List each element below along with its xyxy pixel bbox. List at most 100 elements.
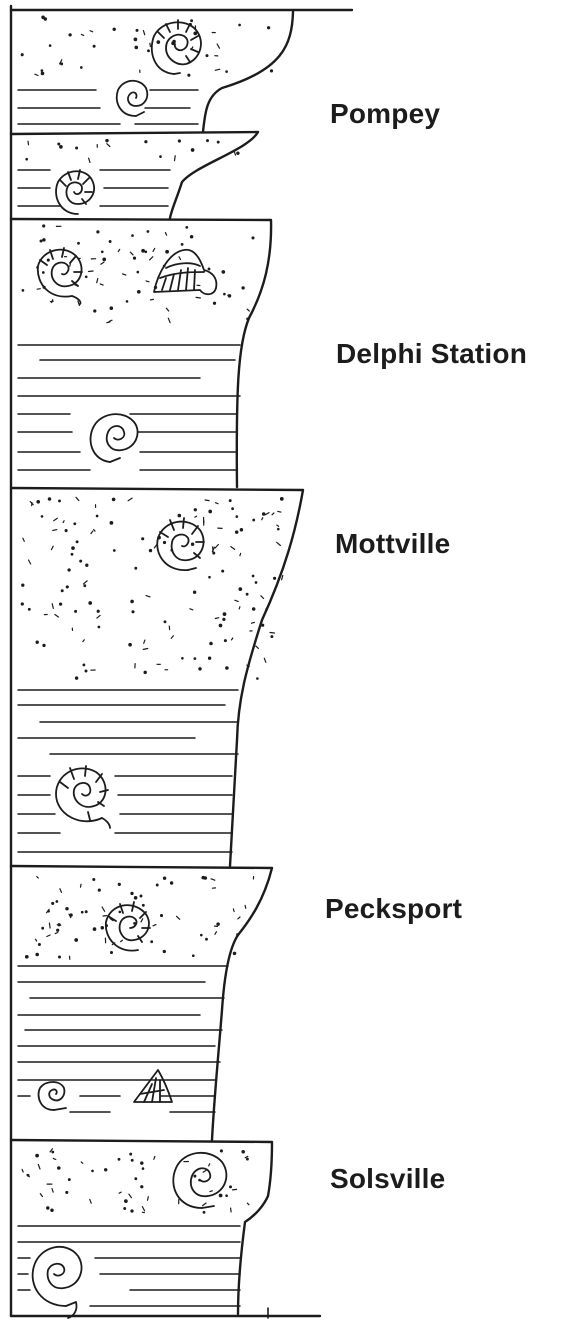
sand-grain [157,41,159,43]
sand-grain [111,952,113,954]
sand-grain [153,925,156,926]
solsville-bed [11,1140,272,1314]
sand-grain [114,550,116,552]
sand-grain [261,596,264,599]
sand-grain [78,301,80,305]
sand-grain [233,1189,237,1190]
sand-grain [194,509,196,511]
sand-grain [231,547,235,550]
sand-grain [156,884,158,886]
sand-grain [28,141,29,145]
sand-grain [153,248,155,251]
sand-grain [83,664,85,666]
sand-grain [107,144,110,147]
sand-grain [143,649,148,650]
sand-grain [240,529,242,531]
sand-grain [223,618,225,620]
sand-grain [102,907,105,911]
sand-grain [219,624,221,626]
sand-grain [268,27,270,29]
sand-grain [233,909,234,912]
sand-grain [277,542,281,545]
sand-grain [239,24,240,25]
sand-grain [132,235,133,236]
sand-grain [86,564,88,566]
sand-grain [222,570,224,572]
sand-grain [125,1200,128,1203]
sand-grain [135,46,137,48]
sand-grain [75,939,78,942]
sand-grain [133,257,135,259]
sand-grain [150,257,153,260]
coiled-gastropod-icon [173,1153,226,1208]
sand-grain [37,877,39,879]
sand-grain [76,541,78,543]
sand-grain [252,575,254,577]
sand-grain [134,923,136,925]
sand-grain [58,1167,60,1169]
sand-grain [216,503,219,504]
sand-grain [148,1197,149,1201]
sand-grain [166,308,168,311]
sand-grain [69,34,71,36]
sand-grain [66,1191,68,1193]
sand-grain [233,952,235,954]
sand-grain [22,290,24,292]
sand-grain [83,640,85,642]
sand-grain [242,287,244,289]
ribbed-ammonite-icon [152,20,201,74]
sand-grain [188,74,190,76]
sand-grain [94,530,95,532]
sand-grain [220,1150,222,1152]
sand-grain [237,152,239,154]
sand-grain [236,516,237,517]
sand-grain [154,1156,155,1159]
sand-grain [40,240,42,242]
sand-grain [52,902,54,904]
sand-grain [281,498,284,501]
sand-grain [191,20,193,22]
sand-grain [278,528,279,529]
sand-grain [93,45,95,47]
sand-grain [103,258,106,261]
sand-grain [43,644,45,646]
sand-grain [123,274,126,275]
cone-shell-icon [134,1070,172,1102]
sand-grain [109,320,112,321]
sand-grain [60,146,62,148]
sand-grain [166,251,169,254]
sand-grain [207,140,209,142]
sand-grain [113,28,115,30]
sand-grain [194,591,196,593]
sand-grain [131,1210,133,1212]
sand-grain [195,516,197,517]
sand-grain [141,1162,143,1164]
sand-grain [21,603,23,605]
sand-grain [262,518,263,520]
sand-grain [235,600,238,601]
sand-grain [53,1158,56,1159]
sand-grain [247,1203,249,1205]
sand-grain [26,956,29,959]
sand-grain [42,16,44,18]
sand-grain [97,615,100,618]
sand-grain [160,156,162,158]
sand-grain [177,916,180,919]
coiled-gastropod-icon [91,414,138,462]
sand-grain [190,609,193,610]
sand-grain [132,611,134,613]
unit-label-delphi-station: Delphi Station [336,338,527,370]
pecksport-bed [11,866,272,1140]
sand-grain [170,882,172,884]
unit-label-pompey: Pompey [330,98,440,130]
sand-grain [141,1186,143,1188]
sand-grain [76,497,79,500]
sand-grain [59,956,61,958]
sand-grain [230,1186,232,1188]
sand-grain [84,581,88,584]
sand-grain [222,271,224,273]
sand-grain [182,658,183,659]
sand-grain [61,63,63,65]
sand-grain [51,1209,53,1211]
sand-grain [253,608,255,610]
